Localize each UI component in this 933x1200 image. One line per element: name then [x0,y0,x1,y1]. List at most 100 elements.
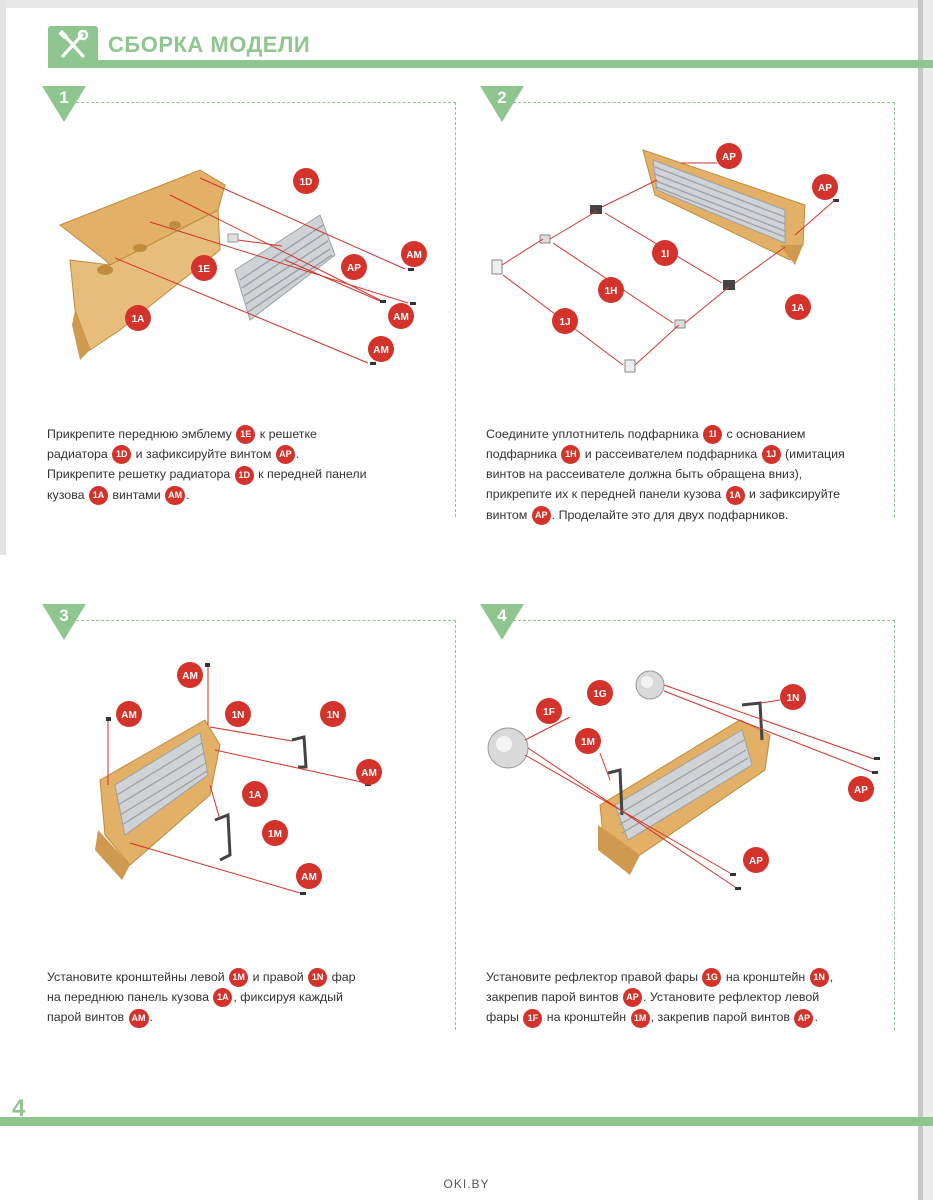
step-2-number: 2 [497,88,507,107]
instruction-text: . Установите рефлектор левой [642,990,820,1005]
header-rule [48,60,933,68]
step-2-marker: 2 [480,86,524,122]
instruction-line: кузова 1A винтами AM. [47,485,447,505]
instruction-text: и правой [249,970,308,984]
instruction-text: на кронштейн [722,970,809,984]
part-tag: 1E [236,425,256,445]
callout-label: AM [121,710,137,721]
wrench-screwdriver-icon [48,26,98,64]
step-4-illustration: 1F 1G 1M 1N AP AP [487,670,880,890]
instruction-text: подфарника [486,447,561,462]
instruction-text: Соедините уплотнитель подфарника [486,427,703,441]
step-1-marker: 1 [42,86,86,122]
part-tag: AP [622,988,642,1008]
callout-label: AP [347,263,361,274]
step-1-callouts [125,168,427,362]
instruction-line: Прикрепите переднюю эмблему 1E к решетке [47,424,447,445]
page-edge-shadow [918,0,923,1200]
instruction-text: . Проделайте это для двух подфарников. [551,507,789,522]
part-tag: AP [794,1008,814,1028]
page-title: СБОРКА МОДЕЛИ [108,32,311,57]
instruction-text: винтом [486,507,531,522]
part-tag: 1D [112,445,132,465]
callout-label: 1D [300,177,313,188]
instruction-text: . [295,447,300,462]
callout-label: 1A [132,314,145,325]
step-1-instructions: Прикрепите переднюю эмблему 1E к решетке… [47,424,447,505]
callout-label: 1N [787,693,800,704]
part-tag: AM [165,485,186,505]
instruction-text: , [829,970,834,984]
callout-label: AP [854,785,868,796]
step-3-instructions: Установите кронштейны левой 1M и правой … [47,967,447,1028]
instruction-line: на переднюю панель кузова 1A, фиксируя к… [47,987,447,1008]
step-1-frame [66,102,456,517]
callout-label: 1A [792,303,805,314]
callout-label: 1I [661,249,670,260]
instruction-line: подфарника 1H и рассеивателем подфарника… [486,444,886,465]
watermark: OKI.BY [443,1177,490,1191]
instruction-text: с основанием [723,427,806,441]
callout-label: 1G [593,689,607,700]
instruction-text: , закрепив парой винтов [650,1010,794,1025]
part-tag: 1N [809,968,829,988]
callout-label: AM [361,768,377,779]
callout-label: 1J [559,317,570,328]
step-1-number: 1 [59,88,69,107]
instruction-text: и зафиксируйте [745,487,841,502]
part-tag: 1I [703,425,723,445]
part-tag: AP [275,445,295,465]
page-number: 4 [12,1095,26,1122]
callout-label: 1N [232,710,245,721]
instruction-text: фары [486,1010,523,1025]
step-3-frame [66,620,456,1030]
instruction-text: к решетке [256,427,317,441]
step-3-illustration: AM AM 1N 1N AM 1A 1M AM [95,662,382,895]
left-edge [0,0,6,555]
top-edge [0,0,933,8]
step-1-illustration: 1D 1E AP AM AM AM 1A [59,168,427,365]
step-3-marker: 3 [42,604,86,640]
instruction-text: прикрепите их к передней панели кузова [486,487,725,502]
instruction-line: фары 1F на кронштейн 1M, закрепив парой … [486,1007,886,1028]
instruction-line: радиатора 1D и зафиксируйте винтом AP. [47,444,447,465]
callout-label: AP [749,856,763,867]
instruction-text: . [149,1010,153,1025]
part-tag: 1J [761,445,781,465]
callout-label: AM [182,671,198,682]
instruction-line: Прикрепите решетку радиатора 1D к передн… [47,464,447,485]
callout-label: 1E [198,264,211,275]
instruction-text: Установите кронштейны левой [47,970,229,984]
part-tag: 1A [725,485,745,505]
footer-rule [0,1117,933,1126]
instruction-text: винтами [108,487,165,502]
instruction-line: винтов на рассеивателе должна быть обращ… [486,464,886,484]
instruction-line: Соедините уплотнитель подфарника 1I с ос… [486,424,886,445]
instruction-text: и зафиксируйте винтом [132,447,275,462]
step-2-frame [503,102,895,517]
page-edge [923,0,933,1200]
part-tag: 1H [561,445,581,465]
instruction-line: Установите рефлектор правой фары 1G на к… [486,967,886,988]
part-tag: 1M [229,968,249,988]
callout-label: AP [818,183,832,194]
instruction-text: парой винтов [47,1010,128,1025]
instruction-text: винтов на рассеивателе должна быть обращ… [486,467,803,482]
instruction-text: . [814,1010,818,1025]
instruction-text: и рассеивателем подфарника [581,447,761,462]
callout-label: 1H [605,286,618,297]
callout-label: AM [406,250,422,261]
instruction-text: , фиксируя каждый [233,990,343,1005]
instruction-line: винтом AP. Проделайте это для двух подфа… [486,505,886,525]
part-tag: 1A [213,988,233,1008]
part-tag: 1F [523,1008,543,1028]
callout-label: AM [373,345,389,356]
part-tag: AP [531,505,551,525]
step-2-illustration: AP AP 1I 1H 1J 1A [491,143,839,373]
part-tag: 1M [630,1008,650,1028]
callout-label: AM [301,872,317,883]
callout-label: 1M [581,737,595,748]
callout-label: AM [393,312,409,323]
part-tag: 1G [702,968,722,988]
instruction-text: кузова [47,487,88,502]
